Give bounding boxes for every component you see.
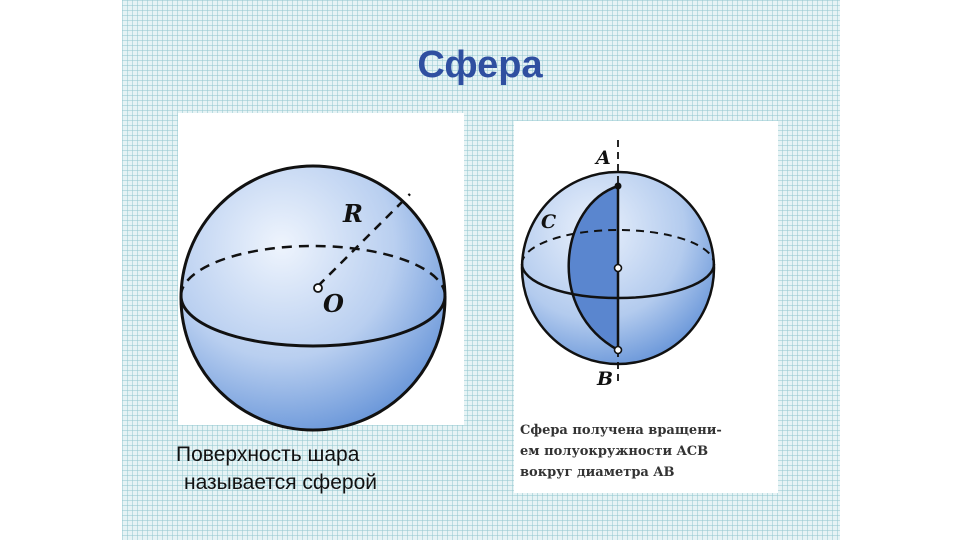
left-caption-line-2: называется сферой [184,471,377,494]
center-point-right [613,263,623,273]
slide-title: Сфера [417,44,543,86]
right-equator-back [521,229,715,265]
left-caption-line-1: Поверхность шара [176,443,360,466]
radius-line [317,193,411,287]
label-b: B [596,368,613,390]
left-sphere-body [179,164,447,432]
left-caption: Поверхность шара называется сферой [176,441,438,497]
right-caption-line-1: Сфера получена вращени- [520,423,722,438]
right-caption: Сфера получена вращени- ем полуокружност… [520,420,780,483]
label-o: O [323,289,344,318]
right-caption-line-2: ем полуокружности ACB [520,444,709,459]
point-b [613,345,623,355]
left-sphere: R O [179,164,447,432]
point-a [614,182,622,190]
rotating-half-disk [567,184,620,353]
label-r: R [342,199,363,228]
left-equator-back [179,244,447,297]
center-point [313,283,323,293]
right-caption-line-3: вокруг диаметра AB [520,465,675,480]
label-c: C [541,211,556,233]
right-sphere: A C B [520,140,716,390]
left-equator-front [179,295,447,348]
label-a: A [594,147,611,169]
